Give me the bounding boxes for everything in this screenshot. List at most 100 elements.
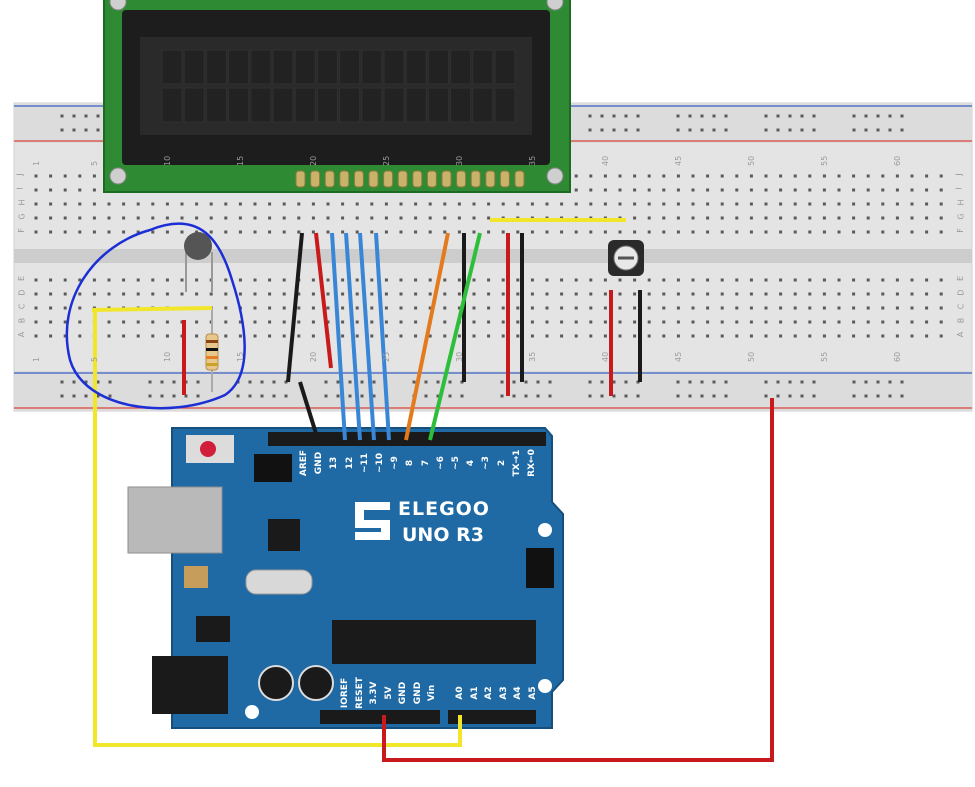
rail-hole bbox=[348, 394, 352, 398]
breadboard-column-number: 10 bbox=[163, 155, 173, 166]
breadboard-hole bbox=[676, 320, 680, 324]
breadboard-hole bbox=[282, 230, 286, 234]
lcd-screw-bottom-left bbox=[109, 167, 127, 185]
breadboard-hole bbox=[136, 320, 140, 324]
breadboard-hole bbox=[633, 230, 637, 234]
arduino-pin-label: A2 bbox=[484, 686, 494, 700]
breadboard-hole bbox=[852, 188, 856, 192]
breadboard-hole bbox=[881, 188, 885, 192]
breadboard-hole bbox=[589, 202, 593, 206]
rail-hole bbox=[424, 380, 428, 384]
breadboard-column-number: 25 bbox=[382, 155, 392, 166]
lcd-character-cell bbox=[383, 49, 405, 85]
breadboard-column-number: 35 bbox=[528, 351, 538, 362]
rail-hole bbox=[500, 380, 504, 384]
breadboard-hole bbox=[472, 292, 476, 296]
breadboard-hole bbox=[165, 230, 169, 234]
breadboard-hole bbox=[92, 174, 96, 178]
rail-hole bbox=[588, 394, 592, 398]
breadboard-hole bbox=[49, 278, 53, 282]
breadboard-hole bbox=[355, 306, 359, 310]
breadboard-hole bbox=[764, 306, 768, 310]
breadboard-hole bbox=[574, 292, 578, 296]
breadboard-hole bbox=[78, 334, 82, 338]
rail-hole bbox=[512, 394, 516, 398]
breadboard-hole bbox=[78, 230, 82, 234]
rail-hole bbox=[776, 128, 780, 132]
arduino-pin-label: GND bbox=[412, 681, 423, 705]
breadboard-hole bbox=[34, 334, 38, 338]
breadboard-hole bbox=[63, 334, 67, 338]
breadboard-hole bbox=[297, 202, 301, 206]
breadboard-hole bbox=[414, 292, 418, 296]
breadboard-hole bbox=[516, 202, 520, 206]
rail-hole bbox=[852, 128, 856, 132]
rail-hole bbox=[776, 394, 780, 398]
breadboard-hole bbox=[822, 216, 826, 220]
breadboard-hole bbox=[428, 202, 432, 206]
breadboard-hole bbox=[282, 306, 286, 310]
breadboard-hole bbox=[881, 320, 885, 324]
rail-hole bbox=[712, 394, 716, 398]
rail-hole bbox=[624, 128, 628, 132]
breadboard-hole bbox=[545, 320, 549, 324]
rail-hole bbox=[712, 380, 716, 384]
breadboard-hole bbox=[720, 278, 724, 282]
rail-hole bbox=[888, 394, 892, 398]
rail-hole bbox=[612, 128, 616, 132]
breadboard-row-letter: D bbox=[17, 289, 27, 296]
breadboard-hole bbox=[866, 216, 870, 220]
breadboard-hole bbox=[238, 292, 242, 296]
breadboard-hole bbox=[764, 292, 768, 296]
mount-hole-right bbox=[538, 523, 552, 537]
breadboard-hole bbox=[311, 320, 315, 324]
breadboard-hole bbox=[662, 216, 666, 220]
breadboard-hole bbox=[939, 174, 943, 178]
breadboard-hole bbox=[837, 306, 841, 310]
breadboard-hole bbox=[939, 320, 943, 324]
rail-hole bbox=[864, 114, 868, 118]
breadboard-hole bbox=[63, 174, 67, 178]
arduino-brand-name: ELEGOO bbox=[398, 498, 490, 520]
rail-hole bbox=[284, 394, 288, 398]
lcd-character-cell bbox=[294, 49, 316, 85]
breadboard-hole bbox=[399, 278, 403, 282]
breadboard-hole bbox=[355, 202, 359, 206]
breadboard-hole bbox=[939, 216, 943, 220]
rail-hole bbox=[612, 394, 616, 398]
breadboard-hole bbox=[866, 230, 870, 234]
breadboard-hole bbox=[749, 202, 753, 206]
breadboard-hole bbox=[443, 216, 447, 220]
lcd-character-cell bbox=[161, 49, 183, 85]
breadboard-hole bbox=[180, 292, 184, 296]
lcd-character-cell bbox=[472, 87, 494, 123]
arduino-pin-label: 5V bbox=[383, 686, 394, 700]
breadboard-hole bbox=[852, 292, 856, 296]
usb-chip bbox=[268, 519, 300, 551]
arduino-pin-label: ~11 bbox=[359, 452, 370, 474]
rail-hole bbox=[624, 380, 628, 384]
breadboard-hole bbox=[676, 306, 680, 310]
breadboard-hole bbox=[735, 292, 739, 296]
wire-blue-9 bbox=[374, 232, 391, 441]
rail-hole bbox=[688, 380, 692, 384]
breadboard-hole bbox=[603, 334, 607, 338]
breadboard-hole bbox=[633, 306, 637, 310]
breadboard-row-letter: A bbox=[17, 331, 27, 338]
breadboard-hole bbox=[633, 216, 637, 220]
lcd-character-cell bbox=[472, 49, 494, 85]
rail-hole bbox=[324, 380, 328, 384]
lcd-screw-top-right bbox=[546, 0, 564, 11]
breadboard-hole bbox=[691, 174, 695, 178]
resistor-band-2 bbox=[206, 348, 218, 351]
breadboard-hole bbox=[136, 216, 140, 220]
rail-hole bbox=[900, 380, 904, 384]
breadboard-hole bbox=[457, 306, 461, 310]
breadboard-hole bbox=[793, 174, 797, 178]
breadboard-hole bbox=[574, 188, 578, 192]
breadboard-hole bbox=[691, 306, 695, 310]
breadboard-hole bbox=[428, 216, 432, 220]
breadboard-hole bbox=[822, 334, 826, 338]
rail-hole bbox=[724, 380, 728, 384]
breadboard-row-letter: I bbox=[15, 187, 25, 190]
